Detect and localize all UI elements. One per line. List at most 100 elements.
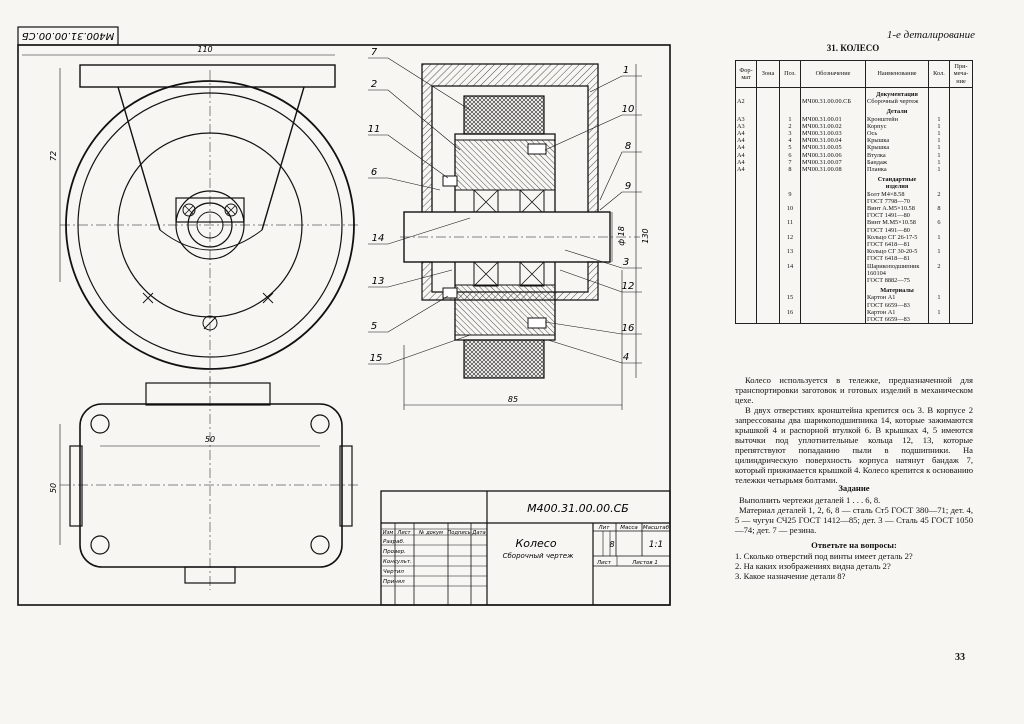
callout-14: 14 (372, 233, 385, 244)
task-line: Выполнить чертежи деталей 1 . . . 6, 8. (739, 495, 881, 505)
spec-col-format: Фор-мат (735, 60, 757, 88)
callout-9: 9 (625, 181, 631, 192)
spec-col-designation: Обозначение (800, 60, 866, 88)
callout-numbers: 7 2 11 6 14 13 5 15 1 10 8 9 3 12 16 4 (368, 47, 635, 364)
dim-diam-18: ф 18 (617, 226, 626, 246)
sheets-label: Листов 1 (631, 560, 658, 566)
title-block (380, 490, 671, 606)
callout-8: 8 (625, 141, 631, 152)
question-item: 1. Сколько отверстий под винты имеет дет… (735, 551, 913, 561)
dim-72: 72 (49, 151, 58, 161)
section-dimensions (403, 64, 637, 410)
task-section: Задание Выполнить чертежи деталей 1 . . … (735, 483, 973, 581)
row-label-1: Провер. (383, 549, 406, 555)
row-label-3: Чертил (383, 569, 404, 575)
page-number: 33 (955, 652, 965, 663)
front-dimensions (22, 54, 335, 282)
task-title: Задание (838, 483, 870, 493)
spec-section-materials: Материалы (735, 284, 973, 295)
title-name: Колесо (515, 537, 556, 550)
spec-col-pos: Поз. (779, 60, 801, 88)
spec-section-parts: Детали (735, 105, 973, 116)
question-item: 2. На каких изображениях видна деталь 2? (735, 561, 891, 571)
scale-label: Масштаб (643, 525, 670, 531)
lit-label: Лит (598, 525, 611, 531)
spec-col-note: При-меча-ние (949, 60, 973, 88)
top-view (59, 378, 360, 590)
specification-table: Фор-мат Зона Поз. Обозначение Наименован… (735, 60, 973, 325)
section-title: 31. КОЛЕСО (826, 43, 880, 53)
spec-col-qty: Кол. (928, 60, 950, 88)
col-label-3: Подпись (447, 530, 470, 536)
title-designation: М400.31.00.00.СБ (527, 502, 629, 515)
description-paragraph: В двух отверстиях кронштейна крепится ос… (735, 405, 973, 485)
callout-10: 10 (622, 104, 635, 115)
col-label-2: № докум (418, 530, 443, 536)
dim-110: 110 (197, 45, 212, 54)
description-text: Колесо используется в тележке, предназна… (735, 375, 973, 485)
question-item: 3. Какое назначение детали 8? (735, 571, 846, 581)
callout-5: 5 (371, 321, 377, 332)
spec-header-row: Фор-мат Зона Поз. Обозначение Наименован… (735, 60, 973, 88)
callout-11: 11 (368, 124, 381, 135)
col-label-0: Изм (383, 530, 394, 536)
drawing-frame (17, 44, 671, 606)
mass-label: Масса (620, 525, 638, 531)
callout-2: 2 (371, 79, 377, 90)
callout-1: 1 (623, 65, 629, 76)
scale-value: 1:1 (649, 540, 663, 550)
spec-section-std: Стандартные изделия (735, 173, 973, 191)
title-subtitle: Сборочный чертеж (503, 552, 574, 560)
dim-130: 130 (641, 228, 650, 243)
spec-col-name: Наименование (865, 60, 929, 88)
front-view (60, 64, 360, 380)
designation-rotated-box: М400.31.00.00.СБ (17, 26, 119, 46)
callout-13: 13 (372, 276, 385, 287)
running-title: 1-е деталирование (886, 29, 975, 41)
callout-16: 16 (622, 323, 635, 334)
spec-col-zone: Зона (756, 60, 780, 88)
description-paragraph: Колесо используется в тележке, предназна… (735, 375, 973, 405)
col-label-4: Дата (471, 530, 485, 536)
dim-85: 85 (508, 395, 518, 404)
callout-15: 15 (370, 353, 383, 364)
dim-50-vertical: 50 (49, 483, 58, 493)
callout-12: 12 (622, 281, 635, 292)
spec-section-docs: Документация (735, 87, 973, 99)
designation-rotated-text: М400.31.00.00.СБ (22, 30, 115, 41)
row-label-2: Консульт. (383, 559, 412, 565)
callout-4: 4 (623, 352, 629, 363)
sheet-label: Лист (596, 560, 612, 566)
col-label-1: Лист (396, 530, 411, 536)
callout-leaders (368, 57, 642, 365)
callout-6: 6 (371, 167, 377, 178)
questions-title: Ответьте на вопросы: (811, 540, 897, 550)
callout-7: 7 (371, 47, 378, 58)
title-block-text: М400.31.00.00.СБ Колесо Сборочный чертеж… (383, 502, 670, 585)
callout-3: 3 (623, 257, 629, 268)
task-line: Материал деталей 1, 2, 6, 8 — сталь Ст5 … (735, 505, 973, 535)
dim-50-horizontal: 50 (205, 435, 215, 444)
row-label-4: Принял (383, 579, 405, 585)
small-number: 8 (609, 540, 614, 549)
row-label-0: Разраб. (383, 539, 405, 545)
